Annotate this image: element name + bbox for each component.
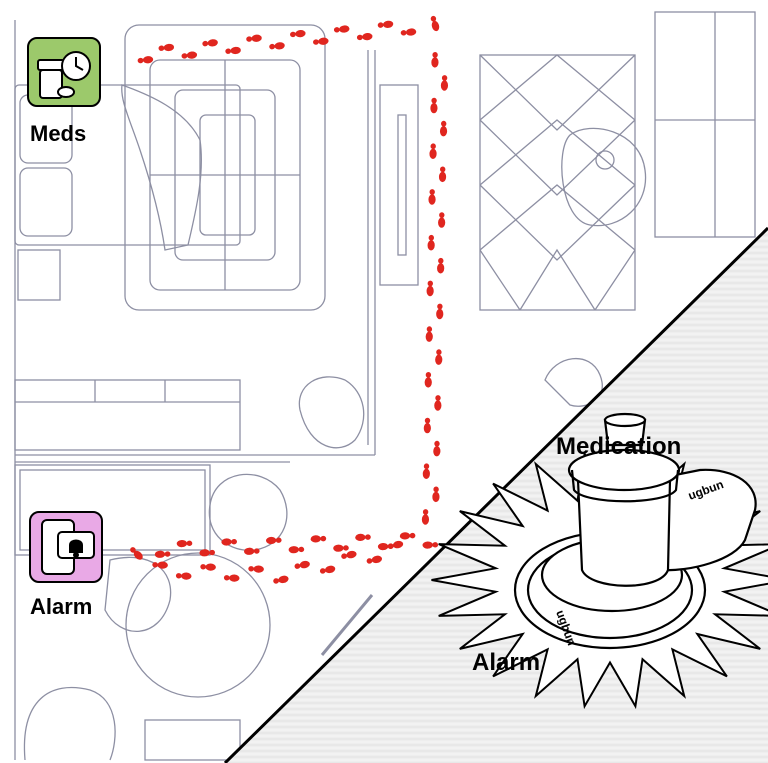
footprint-path — [128, 15, 449, 586]
footprint — [426, 280, 434, 297]
footprint — [200, 563, 217, 571]
bench — [144, 719, 241, 761]
footprint — [137, 55, 154, 65]
footprint — [243, 547, 260, 556]
footprint — [199, 548, 216, 557]
footprint — [355, 533, 371, 542]
footprint — [422, 541, 439, 549]
bed — [14, 24, 326, 311]
footprint — [428, 189, 436, 205]
lamp — [595, 150, 615, 170]
footprint — [400, 27, 417, 37]
footprint — [433, 440, 441, 457]
footprint — [268, 41, 286, 51]
footprint — [288, 545, 305, 554]
footprint — [175, 572, 192, 580]
footprint — [181, 51, 198, 60]
footprint — [434, 395, 442, 411]
dining-chair — [104, 556, 172, 633]
footprint — [421, 509, 430, 525]
footprint — [272, 574, 290, 586]
hall-cabinet — [379, 84, 419, 286]
footprint — [439, 120, 448, 137]
footprint — [356, 32, 373, 42]
device-medication-label: Medication — [556, 433, 681, 460]
rug — [479, 54, 636, 311]
footprint — [293, 559, 311, 571]
device-lid-rim — [570, 469, 680, 503]
footprint — [223, 574, 240, 582]
round-table — [125, 552, 271, 698]
device-alarm-label: Alarm — [472, 649, 540, 676]
footprint — [436, 257, 445, 274]
inset-divider — [223, 226, 768, 763]
footprint — [422, 463, 431, 480]
footprint — [429, 143, 437, 160]
pill-bottle-clock-icon — [37, 51, 91, 99]
alarm-label: Alarm — [30, 594, 92, 619]
footprint — [424, 371, 433, 388]
footprint — [425, 326, 434, 342]
device-lid — [567, 448, 681, 492]
footprint — [312, 37, 329, 46]
footprint — [265, 536, 282, 545]
sofa — [654, 11, 756, 238]
footprint — [427, 234, 435, 251]
footprint — [248, 565, 265, 573]
phone-bell-icon — [41, 519, 95, 575]
footprint — [377, 20, 394, 30]
floorplan — [14, 11, 756, 761]
device-arm — [648, 468, 757, 572]
footprint — [423, 417, 432, 434]
alarm-badge — [29, 511, 103, 583]
footprint — [158, 43, 175, 53]
armchair — [298, 376, 365, 449]
footprint — [319, 564, 336, 576]
footprint — [435, 349, 443, 365]
footprint — [224, 46, 242, 56]
footprint — [340, 549, 358, 561]
footprint — [289, 29, 306, 39]
footprint — [201, 38, 219, 48]
footprint — [333, 544, 349, 552]
nightstand — [17, 249, 61, 301]
lounge-chair — [23, 686, 116, 761]
footprint — [176, 539, 193, 548]
footprint — [333, 24, 350, 34]
meds-badge — [27, 37, 101, 107]
footprint — [430, 97, 438, 114]
footprint — [432, 486, 440, 503]
meds-label: Meds — [30, 121, 86, 146]
footprint — [399, 531, 416, 540]
dresser — [14, 379, 241, 451]
footprint — [436, 303, 444, 320]
side-table — [561, 127, 647, 227]
footprint — [154, 550, 171, 559]
footprint — [245, 34, 263, 43]
smart-pill-dispenser — [431, 412, 768, 710]
footprint — [429, 15, 441, 32]
footprint — [310, 534, 327, 543]
footprint — [365, 554, 383, 566]
plant — [544, 358, 603, 407]
footprint — [221, 538, 238, 546]
device-cup — [576, 478, 672, 587]
footprint — [438, 166, 447, 183]
device-knob-top — [603, 412, 647, 428]
footprint — [440, 75, 449, 91]
footprint — [431, 51, 439, 68]
door-threshold — [320, 594, 374, 656]
footprint — [437, 212, 446, 228]
